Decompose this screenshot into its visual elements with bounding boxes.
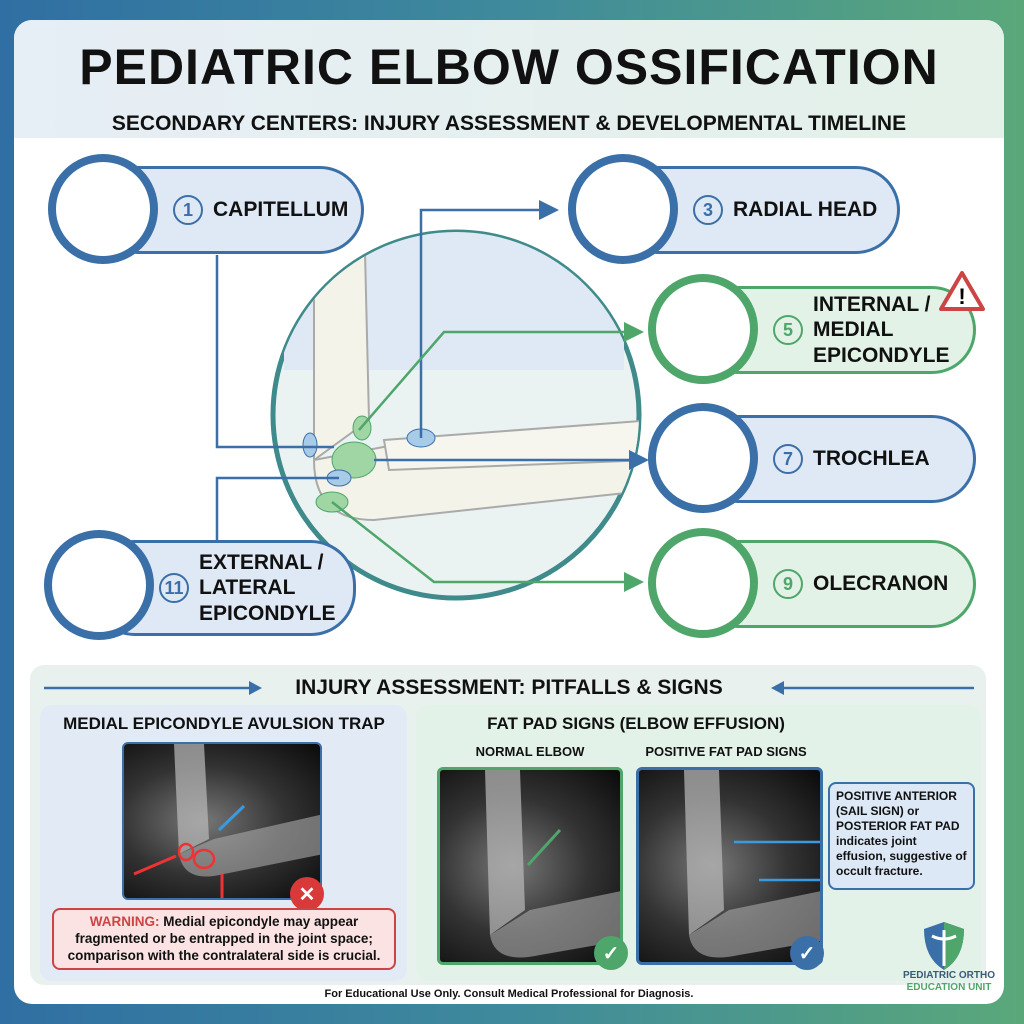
center-number: 3 <box>693 195 723 225</box>
fat-pad-note: POSITIVE ANTERIOR (SAIL SIGN) or POSTERI… <box>828 782 975 890</box>
radial-head-bone-icon <box>568 154 678 264</box>
check-icon: ✓ <box>594 936 628 970</box>
capitellum-bone-icon <box>48 154 158 264</box>
center-number: 9 <box>773 569 803 599</box>
infographic-card: PEDIATRIC ELBOW OSSIFICATION SECONDARY C… <box>14 20 1004 1004</box>
trochlea-bone-icon <box>648 403 758 513</box>
avulsion-xray <box>122 742 322 900</box>
svg-text:!: ! <box>958 284 965 309</box>
lateral-epicondyle-bone-icon <box>44 530 154 640</box>
center-label: EXTERNAL / LATERAL EPICONDYLE <box>199 551 336 625</box>
x-icon: ✕ <box>290 877 324 911</box>
elbow-diagram <box>215 200 649 601</box>
warning-label: WARNING: <box>89 914 160 929</box>
note-text: indicates joint effusion, suggestive of … <box>836 834 967 878</box>
center-number: 5 <box>773 315 803 345</box>
center-label: RADIAL HEAD <box>733 198 878 222</box>
normal-elbow-xray <box>437 767 623 965</box>
positive-fat-pad-label: POSITIVE FAT PAD SIGNS <box>645 744 807 759</box>
logo-text: PEDIATRIC ORTHO EDUCATION UNIT <box>894 970 1004 994</box>
assessment-title: INJURY ASSESSMENT: PITFALLS & SIGNS <box>295 676 723 699</box>
header: PEDIATRIC ELBOW OSSIFICATION SECONDARY C… <box>14 20 1004 138</box>
fat-pad-title: FAT PAD SIGNS (ELBOW EFFUSION) <box>487 714 785 733</box>
center-label: OLECRANON <box>813 572 949 596</box>
caduceus-shield-logo <box>924 922 964 970</box>
check-icon: ✓ <box>790 936 824 970</box>
note-bold: POSITIVE ANTERIOR (SAIL SIGN) or POSTERI… <box>836 789 960 833</box>
page-title: PEDIATRIC ELBOW OSSIFICATION <box>79 39 939 95</box>
avulsion-title: MEDIAL EPICONDYLE AVULSION TRAP <box>63 714 385 733</box>
positive-fat-pad-xray <box>636 767 823 965</box>
olecranon-bone-icon <box>648 528 758 638</box>
warning-box: WARNING: Medial epicondyle may appear fr… <box>52 908 396 970</box>
center-number: 7 <box>773 444 803 474</box>
center-number: 11 <box>159 573 189 603</box>
section-arrows <box>44 681 974 695</box>
warning-triangle-icon: ! <box>939 271 985 311</box>
center-number: 1 <box>173 195 203 225</box>
center-label: TROCHLEA <box>813 447 930 471</box>
logo-line2: EDUCATION UNIT <box>906 982 992 993</box>
medial-epicondyle-bone-icon <box>648 274 758 384</box>
normal-elbow-label: NORMAL ELBOW <box>475 744 585 759</box>
logo-line1: PEDIATRIC ORTHO <box>902 970 996 981</box>
center-label: INTERNAL / MEDIAL EPICONDYLE <box>813 293 950 367</box>
center-label: CAPITELLUM <box>213 198 349 222</box>
footer-disclaimer: For Educational Use Only. Consult Medica… <box>324 988 694 1000</box>
page-subtitle: SECONDARY CENTERS: INJURY ASSESSMENT & D… <box>111 112 907 135</box>
warning-text: Medial epicondyle may appear fragmented … <box>67 914 381 963</box>
